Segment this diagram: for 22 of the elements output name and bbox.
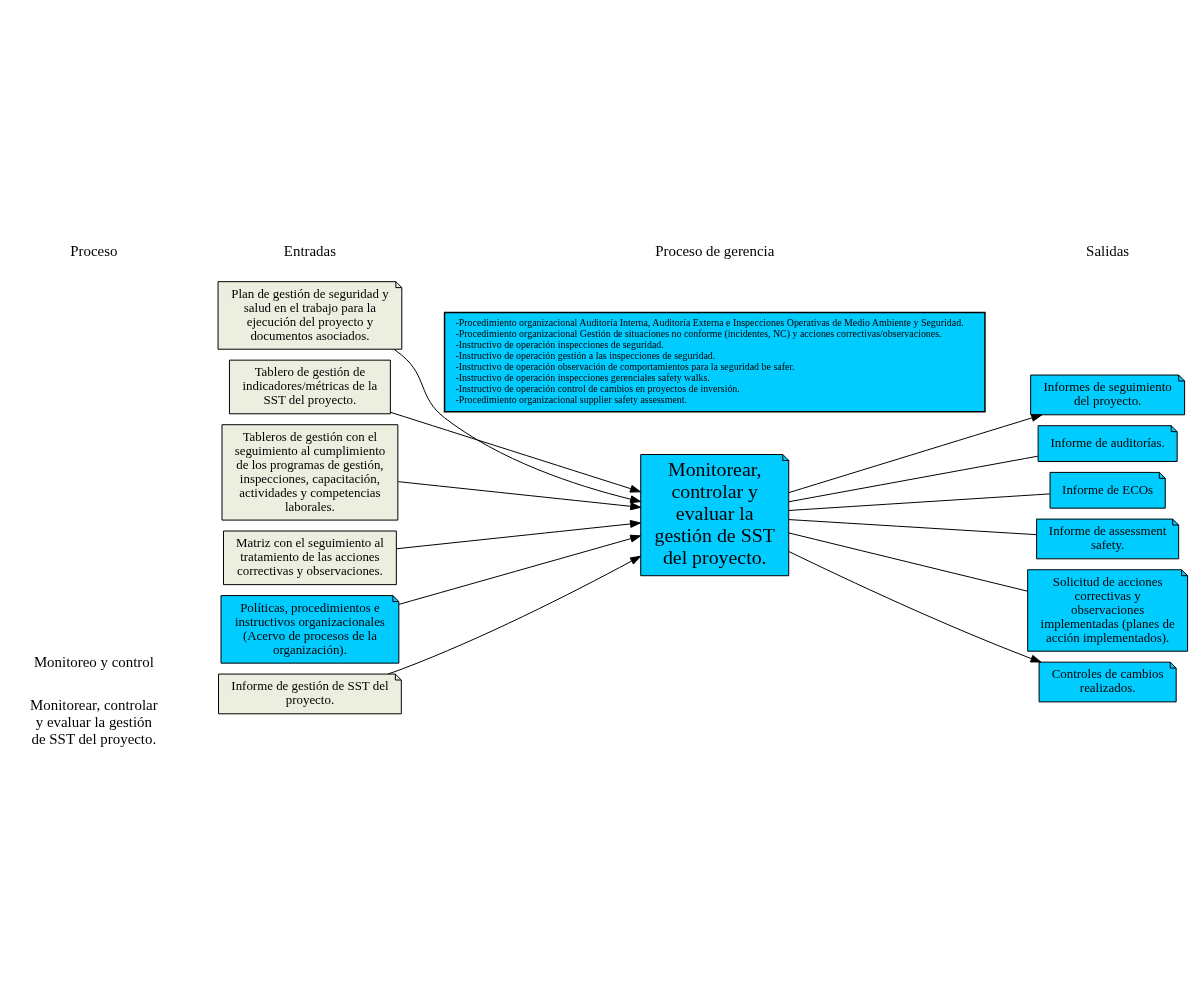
arrow [390,411,641,493]
connector [788,493,1051,511]
arrow [397,481,642,511]
arrow [788,551,1042,663]
connector [788,519,1038,536]
node-box: Tablero de gestión de indicadores/métricas de la SST del proyecto. [228,359,391,415]
node-box: -Procedimiento organizacional Auditoría Interna, Auditoría Externa e Inspecciones Operativas de Medio Ambiente y Seguridad. -Procedimiento organizacional Gestión de situaciones no conforme (incidentes, NC) y acciones correctivas/observaciones. -Instructivo de operación inspecciones de seguridad. -Instructivo de operación gestión a las inspecciones de seguridad. -Instructivo de operación observación de comportamientos para la seguridad be safer. -Instructivo de operación inspecciones gerenciales safety walks. -Instructivo de operación control de cambios en proyectos de inversión. -Procedimiento organizacional supplier safety assessment. [443,311,986,413]
arrow [393,349,642,504]
label: Proceso de gerencia [655,243,775,260]
label: Monitorear, controlar y evaluar la gestión de SST del proyecto. [30,697,158,748]
arrow [387,555,642,675]
label: Salidas [1086,243,1130,260]
connector [788,455,1039,503]
arrow [788,413,1043,494]
label: Proceso [70,243,118,260]
arrow [396,520,641,550]
node-box: Tableros de gestión con el seguimiento al cumplimiento de los programas de gestión, inspecciones, capacitación, actividades y competencias laborales. [221,424,399,521]
arrow [398,534,642,605]
connector [788,532,1029,592]
node-box: Matriz con el seguimiento al tratamiento de las acciones correctivas y observaciones. [223,530,397,586]
label: Monitoreo y control [33,653,154,670]
label: Entradas [283,243,336,260]
